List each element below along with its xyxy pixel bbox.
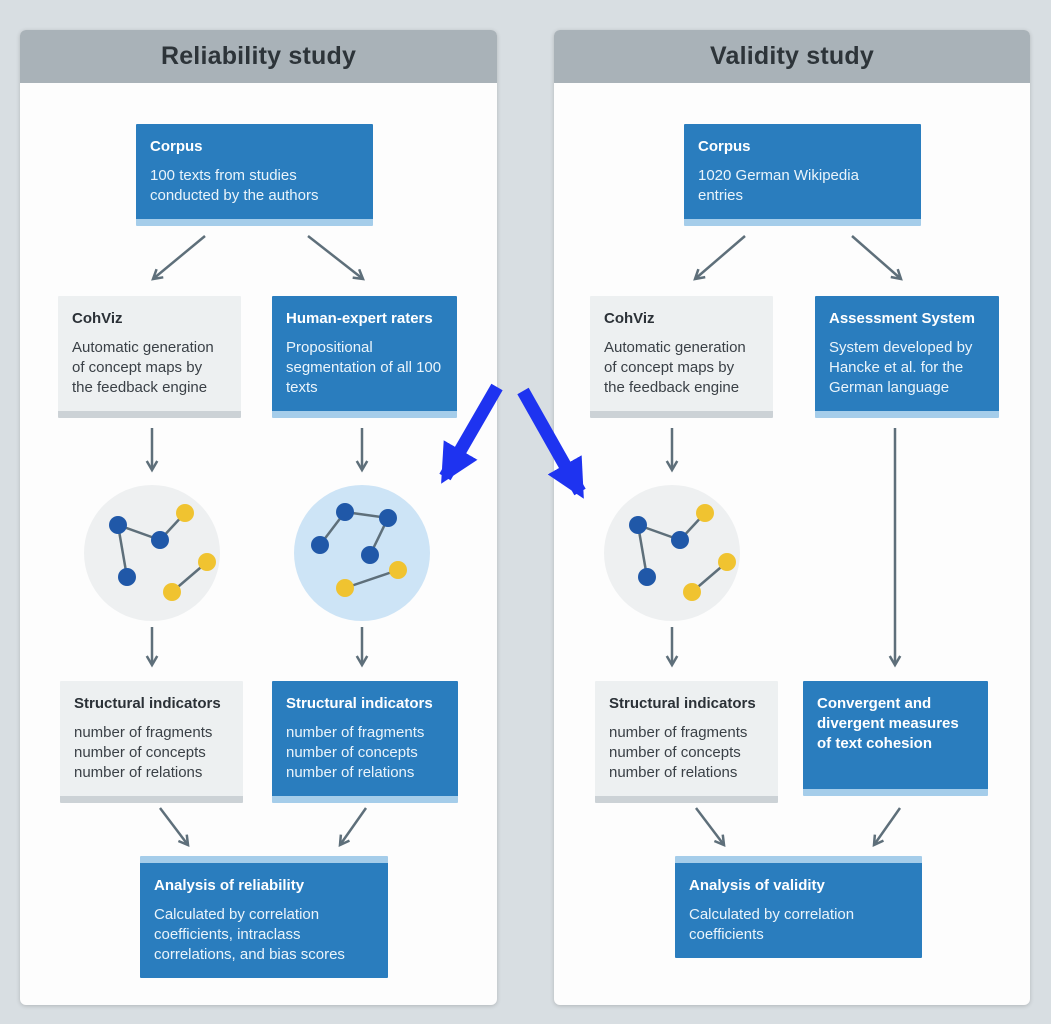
structural-indicators-title: Structural indicators [609, 695, 756, 712]
cohviz-body: Automatic generation of concept maps by … [604, 338, 746, 396]
concept-node-yellow [683, 583, 701, 601]
indicator-line: number of relations [609, 763, 738, 781]
panel-reliability-title: Reliability study [160, 42, 357, 70]
corpus-box-reliability: Corpus 100 texts from studies conducted … [136, 124, 373, 226]
cohviz-box-reliability: CohViz Automatic generation of concept m… [58, 296, 241, 418]
panel-reliability-header: Reliability study [20, 30, 497, 83]
concept-node-yellow [163, 583, 181, 601]
cohviz-title: CohViz [604, 310, 655, 327]
structural-indicators-box-blue: Structural indicators number of fragment… [272, 681, 458, 803]
analysis-of-reliability-box: Analysis of reliability Calculated by co… [140, 856, 388, 978]
analysis-body: Calculated by correlation coefficients [689, 905, 855, 943]
concept-node-yellow [389, 561, 407, 579]
corpus-title: Corpus [150, 138, 203, 155]
structural-indicators-title: Structural indicators [286, 695, 433, 712]
assessment-system-box: Assessment System System developed by Ha… [815, 296, 999, 418]
assessment-system-title: Assessment System [829, 310, 975, 327]
corpus-title: Corpus [698, 138, 751, 155]
cohviz-title: CohViz [72, 310, 123, 327]
concept-map-circle-validity [604, 485, 740, 621]
concept-node-blue [336, 503, 354, 521]
concept-map-graphic [311, 503, 407, 597]
corpus-body: 1020 German Wikipedia entries [698, 166, 859, 204]
analysis-title: Analysis of validity [689, 877, 825, 894]
indicator-line: number of concepts [74, 743, 206, 761]
concept-node-blue [638, 568, 656, 586]
structural-indicators-title: Structural indicators [74, 695, 221, 712]
analysis-of-validity-box: Analysis of validity Calculated by corre… [675, 856, 922, 958]
analysis-body: Calculated by correlation coefficients, … [154, 905, 345, 963]
concept-node-blue [311, 536, 329, 554]
concept-node-yellow [336, 579, 354, 597]
assessment-system-body: System developed by Hancke et al. for th… [829, 338, 973, 396]
concept-map-graphic [629, 504, 736, 601]
concept-edge [344, 568, 399, 590]
human-expert-raters-body: Propositional segmentation of all 100 te… [286, 338, 442, 396]
concept-node-yellow [696, 504, 714, 522]
indicator-line: number of fragments [74, 723, 213, 741]
concept-node-blue [629, 516, 647, 534]
human-expert-raters-title: Human-expert raters [286, 310, 433, 327]
convergent-measures-title: Convergent and divergent measures of tex… [817, 695, 959, 752]
panel-validity-header: Validity study [554, 30, 1030, 83]
structural-indicators-box-validity: Structural indicators number of fragment… [595, 681, 778, 803]
concept-map-circle-reliability-left [84, 485, 220, 621]
panel-validity-title: Validity study [710, 42, 874, 70]
corpus-box-validity: Corpus 1020 German Wikipedia entries [684, 124, 921, 226]
indicator-line: number of concepts [286, 743, 418, 761]
concept-node-yellow [176, 504, 194, 522]
convergent-divergent-measures-box: Convergent and divergent measures of tex… [803, 681, 988, 796]
indicator-line: number of relations [286, 763, 415, 781]
concept-map-graphic [109, 504, 216, 601]
indicator-line: number of relations [74, 763, 203, 781]
indicator-line: number of concepts [609, 743, 741, 761]
cohviz-box-validity: CohViz Automatic generation of concept m… [590, 296, 773, 418]
concept-node-yellow [198, 553, 216, 571]
concept-node-blue [109, 516, 127, 534]
concept-node-blue [118, 568, 136, 586]
concept-node-blue [671, 531, 689, 549]
indicator-line: number of fragments [286, 723, 425, 741]
structural-indicators-box-gray: Structural indicators number of fragment… [60, 681, 243, 803]
concept-node-blue [151, 531, 169, 549]
indicator-line: number of fragments [609, 723, 748, 741]
concept-map-circle-reliability-right [294, 485, 430, 621]
corpus-body: 100 texts from studies conducted by the … [150, 166, 319, 204]
concept-node-blue [379, 509, 397, 527]
cohviz-body: Automatic generation of concept maps by … [72, 338, 214, 396]
concept-node-blue [361, 546, 379, 564]
analysis-title: Analysis of reliability [154, 877, 305, 894]
human-expert-raters-box: Human-expert raters Propositional segmen… [272, 296, 457, 418]
concept-node-yellow [718, 553, 736, 571]
